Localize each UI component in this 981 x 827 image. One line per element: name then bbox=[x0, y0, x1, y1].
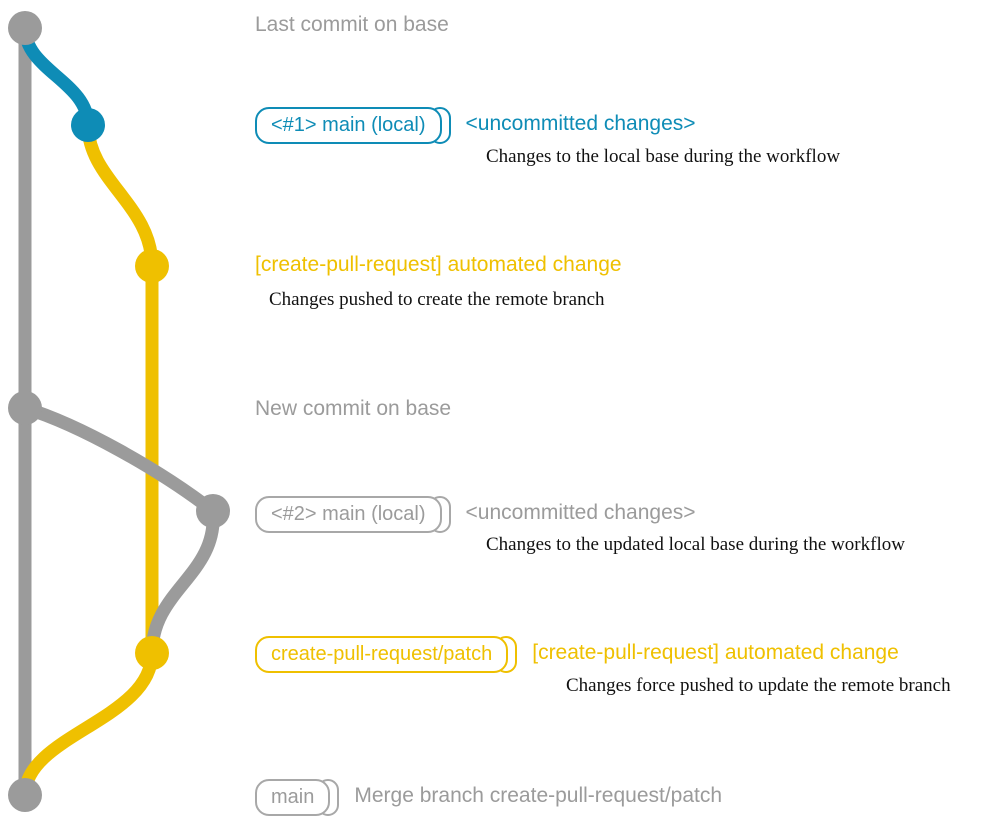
edge-base2-to-local2 bbox=[18, 401, 220, 518]
commit-node-automated-change-2[interactable] bbox=[135, 636, 169, 670]
commit-row-last-commit-on-base: Last commit on base bbox=[255, 12, 449, 38]
ref-badge-label: create-pull-request/patch bbox=[255, 636, 509, 673]
ref-badge-create-pull-request-patch[interactable]: create-pull-request/patch bbox=[255, 636, 518, 673]
commit-subject: Last commit on base bbox=[255, 13, 449, 36]
commit-row-automated-change-1: [create-pull-request] automated change bbox=[255, 252, 622, 278]
commit-node-automated-change-1[interactable] bbox=[135, 249, 169, 283]
commit-node-new-commit-on-base[interactable] bbox=[8, 391, 42, 425]
ref-badge-main-local-1[interactable]: <#1> main (local) bbox=[255, 107, 451, 144]
ref-badge-main[interactable]: main bbox=[255, 779, 340, 816]
edge-patch2-to-merge bbox=[18, 646, 159, 802]
commit-node-local-uncommitted-2[interactable] bbox=[196, 494, 230, 528]
ref-badge-main-local-2[interactable]: <#2> main (local) bbox=[255, 496, 451, 533]
commit-row-local-uncommitted-2: <#2> main (local) <uncommitted changes> bbox=[255, 496, 696, 533]
ref-badge-label: <#2> main (local) bbox=[255, 496, 442, 533]
commit-description-automated-change-2: Changes force pushed to update the remot… bbox=[566, 675, 951, 696]
commit-row-local-uncommitted-1: <#1> main (local) <uncommitted changes> bbox=[255, 107, 696, 144]
commit-description-local-uncommitted-2: Changes to the updated local base during… bbox=[486, 534, 905, 555]
commit-node-last-commit-on-base[interactable] bbox=[8, 11, 42, 45]
commit-subject: [create-pull-request] automated change bbox=[255, 253, 622, 276]
commit-subject: <uncommitted changes> bbox=[465, 501, 696, 524]
commit-subject: [create-pull-request] automated change bbox=[532, 641, 899, 664]
commit-subject: <uncommitted changes> bbox=[465, 112, 696, 135]
commit-node-local-uncommitted-1[interactable] bbox=[71, 108, 105, 142]
edge-local2-to-patch2 bbox=[145, 504, 220, 660]
ref-badge-label: main bbox=[255, 779, 331, 816]
commit-node-merge-commit[interactable] bbox=[8, 778, 42, 812]
commit-row-automated-change-2: create-pull-request/patch [create-pull-r… bbox=[255, 636, 899, 673]
commit-subject: Merge branch create-pull-request/patch bbox=[354, 784, 723, 807]
edge-base-to-local-1 bbox=[18, 21, 95, 132]
commit-row-new-commit-on-base: New commit on base bbox=[255, 396, 451, 422]
commit-subject: New commit on base bbox=[255, 397, 452, 420]
commit-row-merge-commit: main Merge branch create-pull-request/pa… bbox=[255, 779, 722, 816]
commit-description-local-uncommitted-1: Changes to the local base during the wor… bbox=[486, 146, 841, 167]
ref-badge-label: <#1> main (local) bbox=[255, 107, 442, 144]
commit-description-automated-change-1: Changes pushed to create the remote bran… bbox=[269, 289, 605, 310]
edge-local1-to-patch1 bbox=[81, 118, 159, 273]
